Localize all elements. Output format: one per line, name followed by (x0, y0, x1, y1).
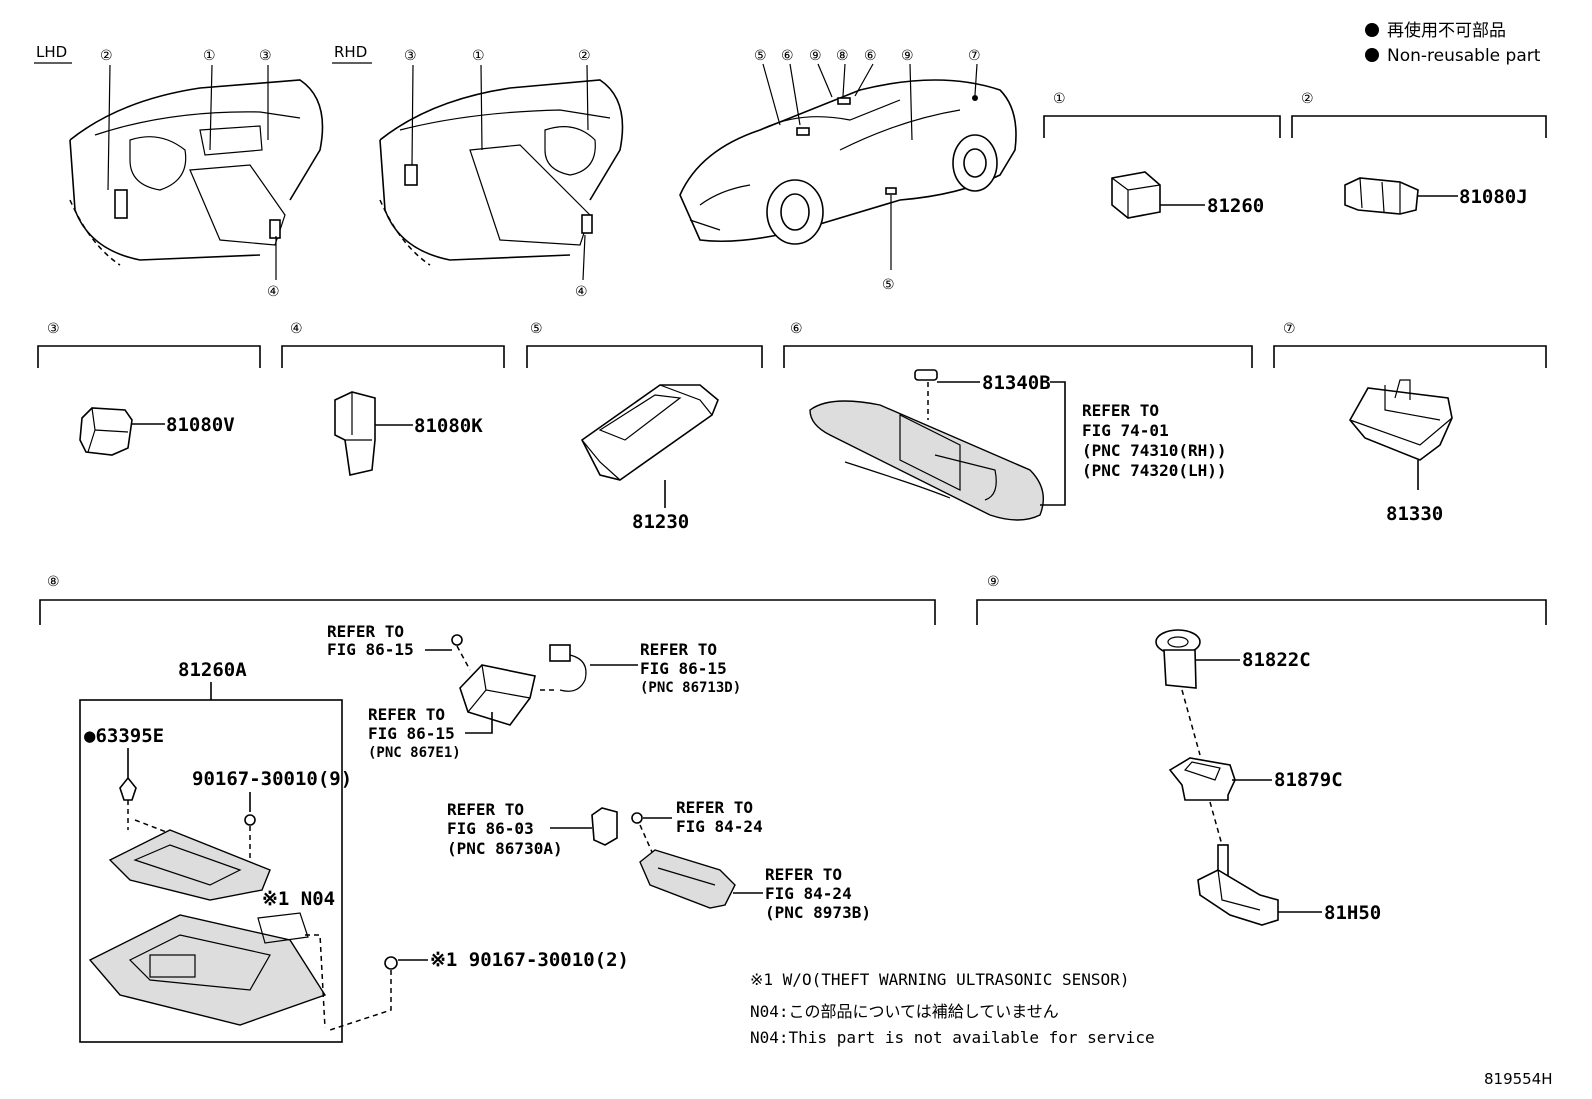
callout: ② (578, 48, 591, 64)
callout: ⑧ (836, 48, 849, 64)
group-number: ⑥ (790, 321, 803, 337)
refer-text: FIG 86-15 (640, 659, 727, 678)
group-number: ② (1301, 91, 1314, 107)
callout: ⑤ (754, 48, 767, 64)
part-number: 81H50 (1324, 902, 1381, 924)
refer-text: REFER TO (1082, 401, 1159, 420)
part-number: 81822C (1242, 649, 1311, 671)
group-3: ③ 81080V (37, 321, 261, 456)
rhd-label: RHD (334, 43, 367, 61)
refer-text: REFER TO (676, 798, 753, 817)
group-number: ⑧ (47, 574, 60, 590)
group-2: ② 81080J (1291, 91, 1547, 215)
non-reusable-dot-icon (1365, 23, 1379, 37)
note-3: N04:This part is not available for servi… (750, 1028, 1155, 1047)
part-number: 81230 (632, 511, 689, 533)
note-2: N04:この部品については補給していません (750, 1002, 1059, 1021)
part-number: 81080V (166, 414, 235, 436)
group-8: ⑧ 81260A ●63395E 90167-30010(9) ※1 N04 ※… (39, 574, 936, 1043)
rhd-interior-view: RHD ③ ① ② ④ (332, 43, 624, 300)
callout: ⑨ (809, 48, 822, 64)
refer-text: FIG 86-03 (447, 819, 534, 838)
non-reusable-dot-icon (1365, 48, 1379, 62)
callout: ⑨ (901, 48, 914, 64)
callout: ⑤ (882, 277, 895, 293)
group-number: ⑤ (530, 321, 543, 337)
refer-text: FIG 84-24 (676, 817, 763, 836)
refer-text: REFER TO (368, 705, 445, 724)
refer-text: FIG 86-15 (368, 724, 455, 743)
refer-text: REFER TO (640, 640, 717, 659)
callout: ⑦ (968, 48, 981, 64)
group-number: ⑦ (1283, 321, 1296, 337)
refer-text: REFER TO (765, 865, 842, 884)
refer-text: (PNC 8973B) (765, 903, 871, 922)
part-number: 81330 (1386, 503, 1443, 525)
group-7: ⑦ 81330 (1273, 321, 1547, 525)
part-number: 81260A (178, 659, 247, 681)
refer-text: (PNC 74310(RH)) (1082, 441, 1227, 460)
callout: ④ (267, 284, 280, 300)
refer-text: (PNC 867E1) (368, 745, 461, 761)
group-1: ① 81260 (1043, 91, 1281, 219)
part-number: ●63395E (84, 725, 164, 747)
legend-jp: 再使用不可部品 (1387, 20, 1506, 41)
note-1: ※1 W/O(THEFT WARNING ULTRASONIC SENSOR) (750, 970, 1129, 989)
callout: ③ (404, 48, 417, 64)
part-number: 90167-30010(9) (192, 768, 352, 790)
group-6: ⑥ 81340B REFER TO FIG 74-01 (PNC 74310(R… (783, 321, 1253, 521)
group-9: ⑨ 81822C 81879C 81H50 (976, 574, 1547, 926)
part-number: 81879C (1274, 769, 1343, 791)
part-number: 81340B (982, 372, 1051, 394)
refer-text: FIG 84-24 (765, 884, 852, 903)
part-number: 81080K (414, 415, 483, 437)
callout: ⑥ (864, 48, 877, 64)
callout: ③ (259, 48, 272, 64)
callout: ② (100, 48, 113, 64)
refer-text: FIG 74-01 (1082, 421, 1169, 440)
part-number: ※1 90167-30010(2) (430, 949, 629, 971)
refer-text: (PNC 86713D) (640, 680, 741, 696)
refer-text: FIG 86-15 (327, 640, 414, 659)
group-4: ④ 81080K (281, 321, 505, 476)
part-number: 81260 (1207, 195, 1264, 217)
refer-text: REFER TO (447, 800, 524, 819)
callout: ① (203, 48, 216, 64)
refer-text: REFER TO (327, 622, 404, 641)
callout: ⑥ (781, 48, 794, 64)
group-number: ⑨ (987, 574, 1000, 590)
callout: ① (472, 48, 485, 64)
group-number: ③ (47, 321, 60, 337)
lhd-label: LHD (36, 43, 67, 61)
group-5: ⑤ 81230 (526, 321, 763, 533)
figure-id: 819554H (1484, 1070, 1553, 1088)
group-number: ④ (290, 321, 303, 337)
lhd-interior-view: LHD ② ① ③ ④ (34, 43, 324, 300)
group-number: ① (1053, 91, 1066, 107)
legend-en: Non-reusable part (1387, 46, 1541, 66)
notes: ※1 W/O(THEFT WARNING ULTRASONIC SENSOR) … (750, 970, 1155, 1047)
part-number: 81080J (1459, 186, 1528, 208)
legend: 再使用不可部品 Non-reusable part (1365, 20, 1541, 66)
car-view: ⑤ ⑥ ⑨ ⑧ ⑥ ⑨ ⑦ ⑤ (679, 48, 1017, 293)
callout: ④ (575, 284, 588, 300)
refer-text: (PNC 86730A) (447, 839, 563, 858)
part-number: ※1 N04 (262, 888, 335, 910)
refer-text: (PNC 74320(LH)) (1082, 461, 1227, 480)
